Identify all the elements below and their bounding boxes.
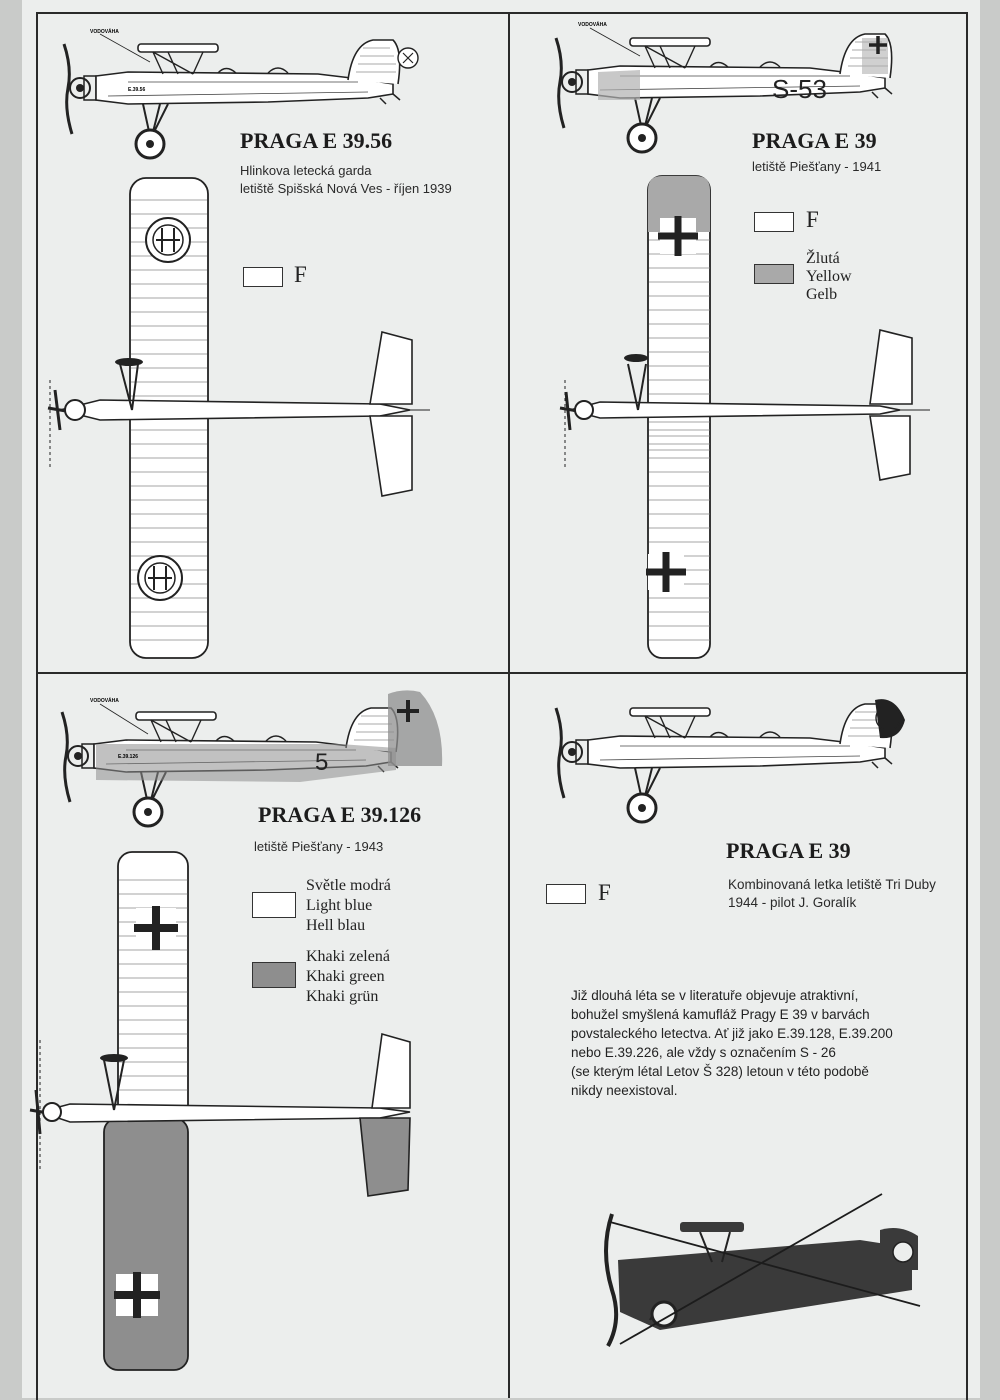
swatch-yellow-label-cz: Žlutá [806, 250, 840, 267]
cross-bottom-wing [114, 1272, 160, 1318]
swatch-f [546, 884, 586, 904]
swatch-khaki-label-en: Khaki green [306, 968, 385, 985]
cross-top-wing [658, 216, 698, 256]
panel4-title: PRAGA E 39 [726, 838, 851, 863]
aircraft-side-view-2: VODOVÁHA S-53 [554, 21, 894, 154]
swatch-khaki-label-cz: Khaki zelená [306, 948, 390, 965]
panel1-caption-line2: letiště Spišská Nová Ves - říjen 1939 [240, 181, 452, 196]
panel3-caption: letiště Piešťany - 1943 [254, 839, 384, 854]
panel-divider-vertical [508, 12, 510, 1398]
aircraft-top-view-3 [29, 851, 411, 1371]
cross-tail [869, 36, 887, 54]
panel1-title: PRAGA E 39.56 [240, 128, 393, 153]
aircraft-top-view-1 [47, 177, 430, 659]
fuselage-number: 5 [315, 749, 328, 776]
note-line: nikdy neexistoval. [571, 1083, 678, 1098]
dark-aircraft-photo [604, 1193, 921, 1347]
aircraft-side-view-1: VODOVÁHA E.39.56 [62, 28, 419, 160]
panel1-caption-line1: Hlinkova letecká garda [240, 163, 372, 178]
swatch-khaki-green [252, 962, 296, 988]
panel4-caption-line2: 1944 - pilot J. Goralík [728, 895, 857, 910]
swatch-f [243, 267, 283, 287]
cross-bottom-wing [646, 552, 686, 592]
swatch-light-blue-label-en: Light blue [306, 897, 373, 914]
spirit-level-label: VODOVÁHA [90, 697, 119, 704]
roundel-top-wing [145, 217, 191, 263]
swatch-yellow-label-en: Yellow [806, 268, 852, 285]
swatch-khaki-label-de: Khaki grün [306, 988, 379, 1005]
aircraft-side-view-4 [554, 699, 905, 824]
swatch-yellow [754, 264, 794, 284]
panel2-caption: letiště Piešťany - 1941 [752, 159, 882, 174]
aircraft-side-view-3: VODOVÁHA E.39.126 5 [60, 690, 443, 828]
fuselage-code: E.39.56 [128, 87, 145, 93]
panel2-title: PRAGA E 39 [752, 128, 877, 153]
note-line: (se kterým létal Letov Š 328) letoun v t… [571, 1064, 869, 1079]
fuselage-code: S-53 [772, 74, 827, 104]
sheet-frame [36, 12, 968, 1400]
aircraft-top-view-2 [559, 175, 930, 659]
spirit-level-label: VODOVÁHA [90, 28, 119, 35]
swatch-f-label: F [294, 262, 307, 287]
note-line: bohužel smyšlená kamufláž Pragy E 39 v b… [571, 1007, 870, 1022]
swatch-f [754, 212, 794, 232]
panel3-title: PRAGA E 39.126 [258, 802, 422, 827]
swatch-light-blue-label-de: Hell blau [306, 917, 366, 934]
swatch-f-label: F [806, 207, 819, 232]
spirit-level-label: VODOVÁHA [578, 21, 607, 28]
panel4-caption-line1: Kombinovaná letka letiště Tri Duby [728, 877, 936, 892]
note-line: nebo E.39.226, ale vždy s označením S - … [571, 1045, 836, 1060]
roundel-bottom-wing [137, 555, 183, 601]
swatch-yellow-label-de: Gelb [806, 286, 838, 303]
swatch-light-blue-label-cz: Světle modrá [306, 877, 391, 894]
note-line: povstaleckého letectva. Ať již jako E.39… [571, 1026, 893, 1041]
fuselage-code: E.39.126 [118, 754, 138, 760]
cross-top-wing [134, 906, 178, 950]
panel-divider-horizontal [36, 672, 966, 674]
swatch-light-blue [252, 892, 296, 918]
cross-tail [397, 700, 419, 722]
note-line: Již dlouhá léta se v literatuře objevuje… [571, 988, 859, 1003]
swatch-f-label: F [598, 880, 611, 905]
